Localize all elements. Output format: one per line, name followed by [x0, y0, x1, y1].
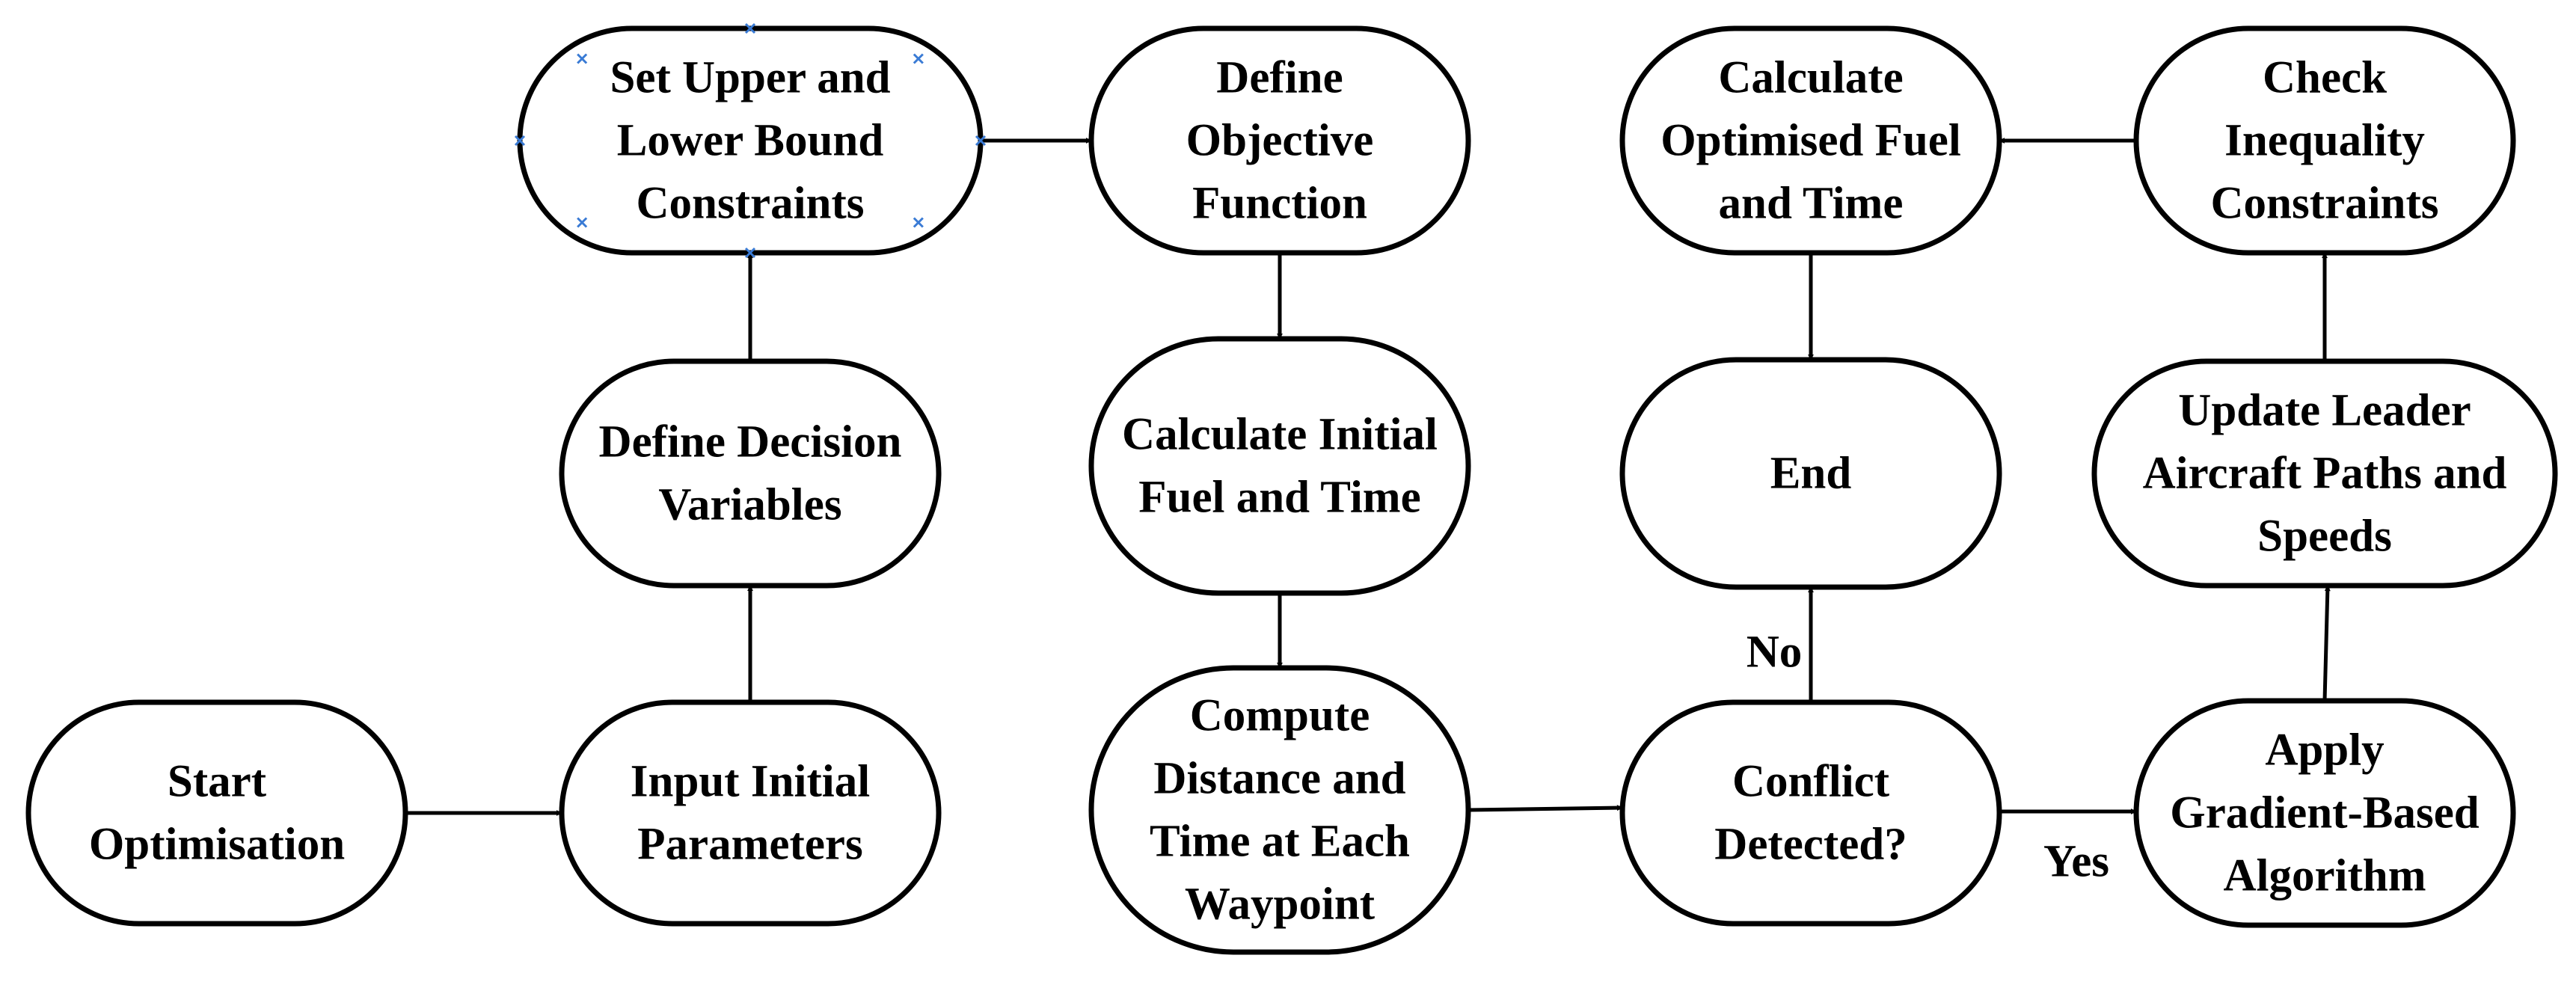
node-label-line: Algorithm	[2223, 851, 2426, 901]
node-label-line: Compute	[1190, 691, 1370, 741]
resize-handle-icon[interactable]	[975, 135, 987, 147]
node-label-line: and Time	[1719, 179, 1904, 229]
resize-handle-icon[interactable]	[913, 53, 924, 64]
node-label-line: Optimisation	[89, 820, 345, 870]
node-label-line: Distance and	[1153, 754, 1405, 804]
node-label-line: Optimised Fuel	[1660, 116, 1961, 166]
node-shape	[1088, 336, 1471, 596]
edge-gradient-to-update	[2322, 585, 2331, 702]
node-label-line: Gradient-Based	[2170, 788, 2480, 838]
node-shape	[559, 699, 942, 927]
node-shape	[1619, 357, 2002, 590]
resize-handle-icon[interactable]	[577, 217, 588, 228]
node-label-line: Waypoint	[1185, 880, 1376, 930]
node-label-line: Inequality	[2224, 116, 2425, 166]
node-shape	[25, 699, 408, 927]
edge-arrow	[1468, 805, 1623, 812]
edge-label-yes: Yes	[2043, 837, 2109, 887]
node-label-line: Detected?	[1714, 820, 1907, 870]
node-label-line: Objective	[1186, 116, 1374, 166]
node-label-line: Calculate	[1718, 53, 1903, 103]
node-label-line: Input Initial	[631, 757, 870, 807]
node-label-line: Define Decision	[599, 417, 902, 467]
node-shape	[559, 358, 942, 589]
node-shape	[2091, 358, 2558, 589]
node-label-line: Function	[1192, 179, 1367, 229]
node-label-line: Time at Each	[1150, 817, 1410, 867]
node-shape	[2133, 698, 2516, 928]
node-label-line: Constraints	[636, 179, 864, 229]
node-label-line: Update Leader	[2178, 386, 2471, 436]
node-label-line: Speeds	[2257, 512, 2392, 562]
node-shape	[2133, 25, 2516, 256]
node-shape	[1619, 25, 2002, 256]
edge-conflict-to-end: No	[1747, 586, 1814, 702]
node-label-line: Calculate Initial	[1122, 410, 1438, 460]
selection-handles	[514, 22, 987, 259]
edge-compute-to-conflict	[1468, 805, 1623, 812]
node-label-line: Constraints	[2210, 179, 2438, 229]
resize-handle-icon[interactable]	[577, 53, 588, 64]
node-label-line: End	[1770, 449, 1852, 499]
resize-handle-icon[interactable]	[744, 247, 756, 259]
resize-handle-icon[interactable]	[744, 22, 756, 34]
node-label-line: Aircraft Paths and	[2143, 449, 2507, 499]
node-label-line: Define	[1216, 53, 1343, 103]
resize-handle-icon[interactable]	[514, 135, 526, 147]
node-label-line: Variables	[658, 480, 841, 530]
node-shape	[1619, 699, 2002, 927]
node-label-line: Check	[2263, 53, 2387, 103]
node-label-line: Conflict	[1732, 757, 1890, 807]
node-label-line: Start	[168, 757, 267, 807]
node-label-line: Fuel and Time	[1138, 473, 1420, 523]
node-label-line: Set Upper and	[610, 53, 890, 103]
node-shape	[1088, 665, 1471, 955]
edge-arrow	[2322, 585, 2331, 702]
edge-conflict-to-gradient: Yes	[1999, 808, 2137, 887]
resize-handle-icon[interactable]	[913, 217, 924, 228]
node-label-line: Lower Bound	[617, 116, 884, 166]
node-label-line: Apply	[2265, 725, 2384, 776]
node-end[interactable]: End	[1619, 357, 2002, 590]
node-shape	[1088, 25, 1471, 256]
node-label-line: Parameters	[637, 820, 862, 870]
edge-label-no: No	[1747, 627, 1803, 678]
